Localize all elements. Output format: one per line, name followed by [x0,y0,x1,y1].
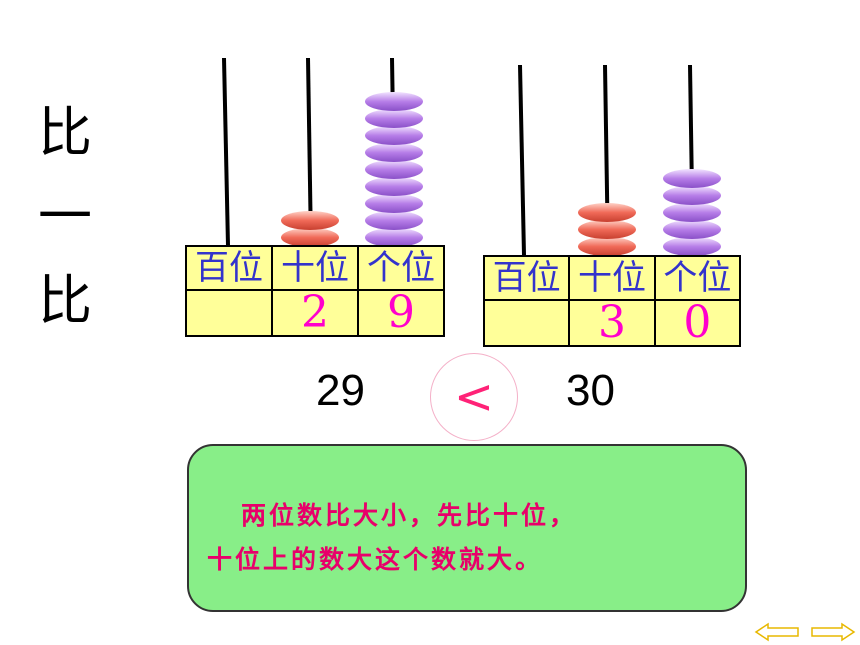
left-place-table: 百位 十位 个位 2 9 [185,245,445,337]
right-tens-beads [578,203,636,256]
left-ones-bead [365,211,423,230]
rule-line-1: 两位数比大小，先比十位， [241,501,578,530]
right-tens-bead [578,203,636,222]
left-ones-bead [365,160,423,179]
left-ones-bead [365,228,423,247]
left-hundreds-rod [222,57,230,247]
left-header-ones: 个位 [357,245,445,291]
right-tens-bead [578,220,636,239]
rule-box: 两位数比大小，先比十位， 十位上的数大这个数就大。 [187,444,747,612]
right-tens-bead [578,237,636,256]
left-value-ones: 9 [357,289,445,337]
side-title-char-1: 比 [38,101,92,164]
right-number: 30 [566,366,615,415]
previous-arrow-icon[interactable] [754,622,800,642]
right-ones-bead [663,186,721,205]
side-title-char-3: 比 [38,269,92,332]
left-ones-bead [365,177,423,196]
left-value-tens: 2 [271,289,359,337]
left-ones-bead [365,194,423,213]
comparison-symbol-circle: < [430,353,518,441]
left-ones-bead [365,143,423,162]
left-tens-bead [281,228,339,247]
left-header-tens: 十位 [271,245,359,291]
right-header-tens: 十位 [568,255,656,301]
right-ones-bead [663,203,721,222]
right-header-hundreds: 百位 [482,255,571,301]
left-tens-bead [281,211,339,230]
left-ones-beads [365,92,423,247]
less-than-symbol: < [453,369,495,425]
side-title-char-2: 一 [38,185,92,248]
right-header-ones: 个位 [653,255,742,301]
right-ones-beads [663,169,721,256]
left-header-hundreds: 百位 [185,245,273,291]
right-ones-bead [663,220,721,239]
left-ones-bead [365,109,423,128]
left-ones-bead [365,92,423,111]
left-value-hundreds [185,289,273,337]
left-ones-bead [365,126,423,145]
right-place-table: 百位 十位 个位 3 0 [482,255,742,347]
next-arrow-icon[interactable] [810,622,856,642]
right-hundreds-rod [518,64,526,256]
left-tens-beads [281,211,339,247]
abacus-drawing [222,57,721,256]
right-ones-bead [663,169,721,188]
right-value-tens: 3 [568,299,656,347]
right-value-hundreds [482,299,571,347]
left-number: 29 [316,366,365,415]
right-value-ones: 0 [653,299,742,347]
rule-line-2: 十位上的数大这个数就大。 [207,545,544,574]
right-ones-bead [663,237,721,256]
